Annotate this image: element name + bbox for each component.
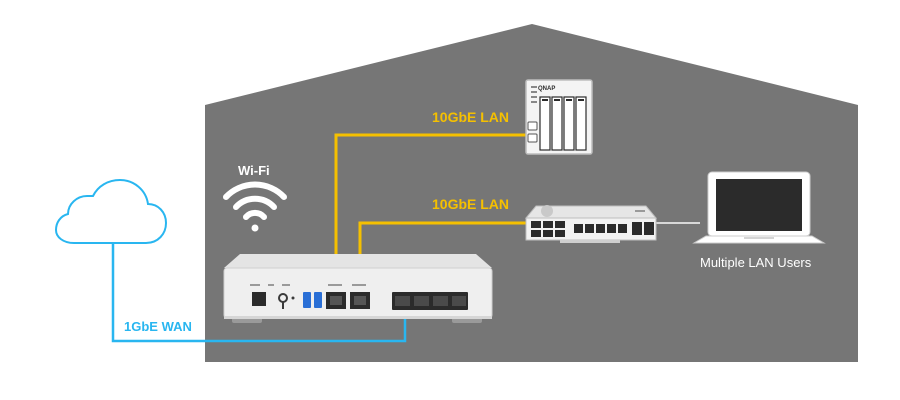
nas-link-label: 10GbE LAN bbox=[432, 109, 510, 125]
router-device bbox=[223, 254, 493, 323]
wan-cable bbox=[111, 243, 407, 343]
wifi-icon bbox=[223, 181, 287, 232]
lan-users-label: Multiple LAN Users bbox=[700, 255, 812, 270]
switch-link-label: 10GbE LAN bbox=[432, 196, 510, 212]
cloud-icon bbox=[54, 178, 168, 244]
wan-link-label: 1GbE WAN bbox=[124, 319, 192, 334]
nas-brand-label: QNAP bbox=[538, 86, 556, 92]
nas-lan-cable bbox=[334, 133, 528, 294]
switch-device bbox=[524, 205, 658, 243]
laptop-icon bbox=[692, 171, 826, 244]
wifi-label: Wi-Fi bbox=[238, 163, 270, 178]
nas-device bbox=[525, 79, 593, 155]
